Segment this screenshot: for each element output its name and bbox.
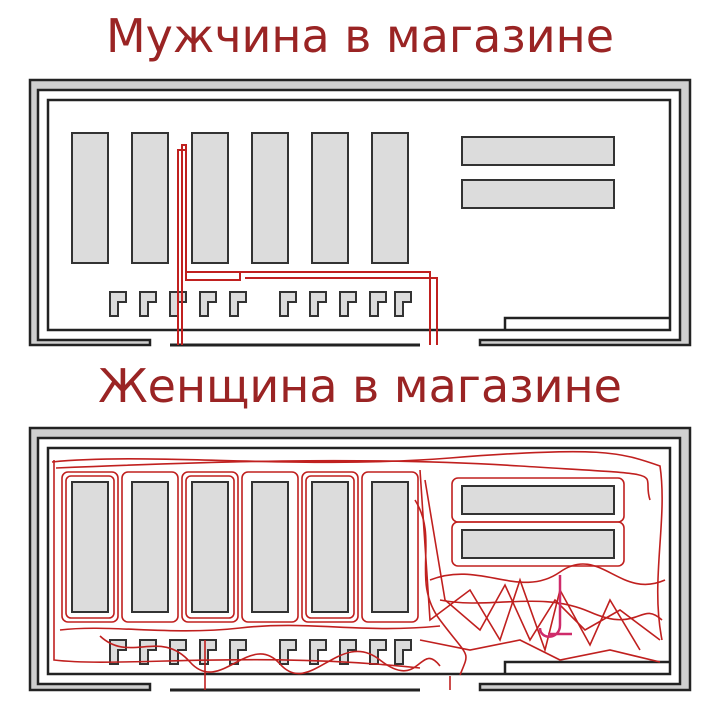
women-shopper-path — [51, 450, 666, 690]
men-store-checkouts — [109, 291, 412, 317]
men-store-plan — [28, 78, 692, 347]
women-path-end-marker — [538, 575, 572, 638]
women-store-counter — [503, 660, 670, 674]
men-store-counter — [503, 316, 670, 330]
men-store-aisles — [71, 132, 615, 264]
men-shopper-path — [177, 144, 438, 345]
men-panel-title: Мужчина в магазине — [105, 9, 615, 63]
women-panel-title: Женщина в магазине — [98, 359, 622, 413]
women-store-corridor — [28, 426, 692, 692]
men-store-corridor — [28, 78, 692, 347]
women-store-plan — [28, 426, 692, 692]
women-store-aisles — [71, 481, 615, 613]
